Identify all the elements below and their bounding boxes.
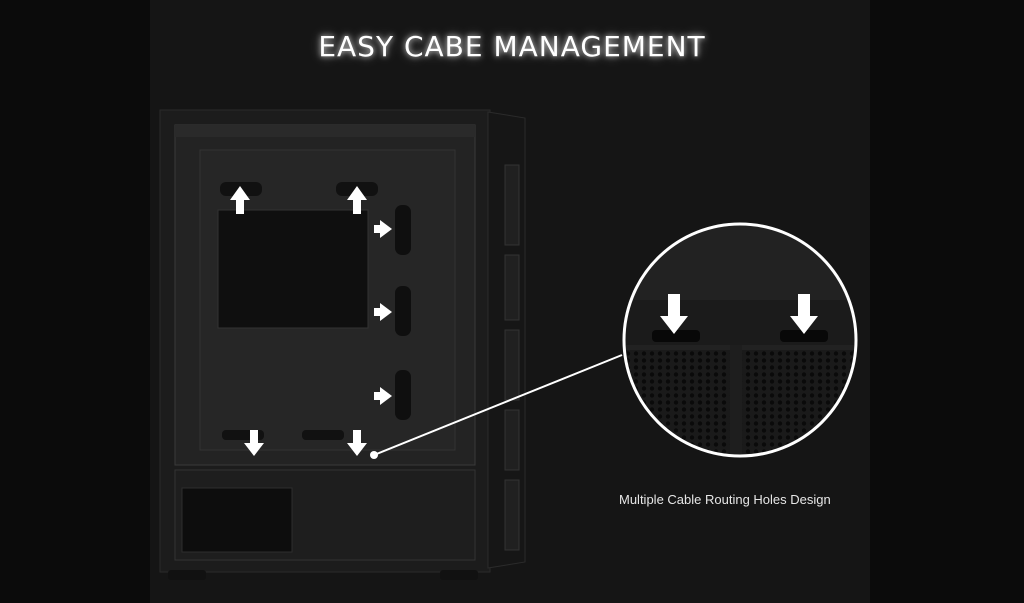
arrow-icon — [660, 294, 688, 334]
zoom-detail — [624, 224, 856, 456]
pc-case — [159, 109, 526, 580]
arrow-icon — [374, 303, 392, 321]
arrow-icon — [244, 430, 264, 456]
feature-caption: Multiple Cable Routing Holes Design — [619, 492, 831, 507]
routing-arrows — [230, 186, 392, 456]
arrow-icon — [374, 387, 392, 405]
page-title: EASY CABE MANAGEMENT — [318, 30, 706, 63]
arrow-icon — [790, 294, 818, 334]
zoom-ring — [622, 222, 858, 458]
arrow-icon — [374, 220, 392, 238]
arrow-icon — [347, 186, 367, 214]
magnifier-callout — [370, 354, 623, 459]
arrow-icon — [347, 430, 367, 456]
arrow-icon — [230, 186, 250, 214]
